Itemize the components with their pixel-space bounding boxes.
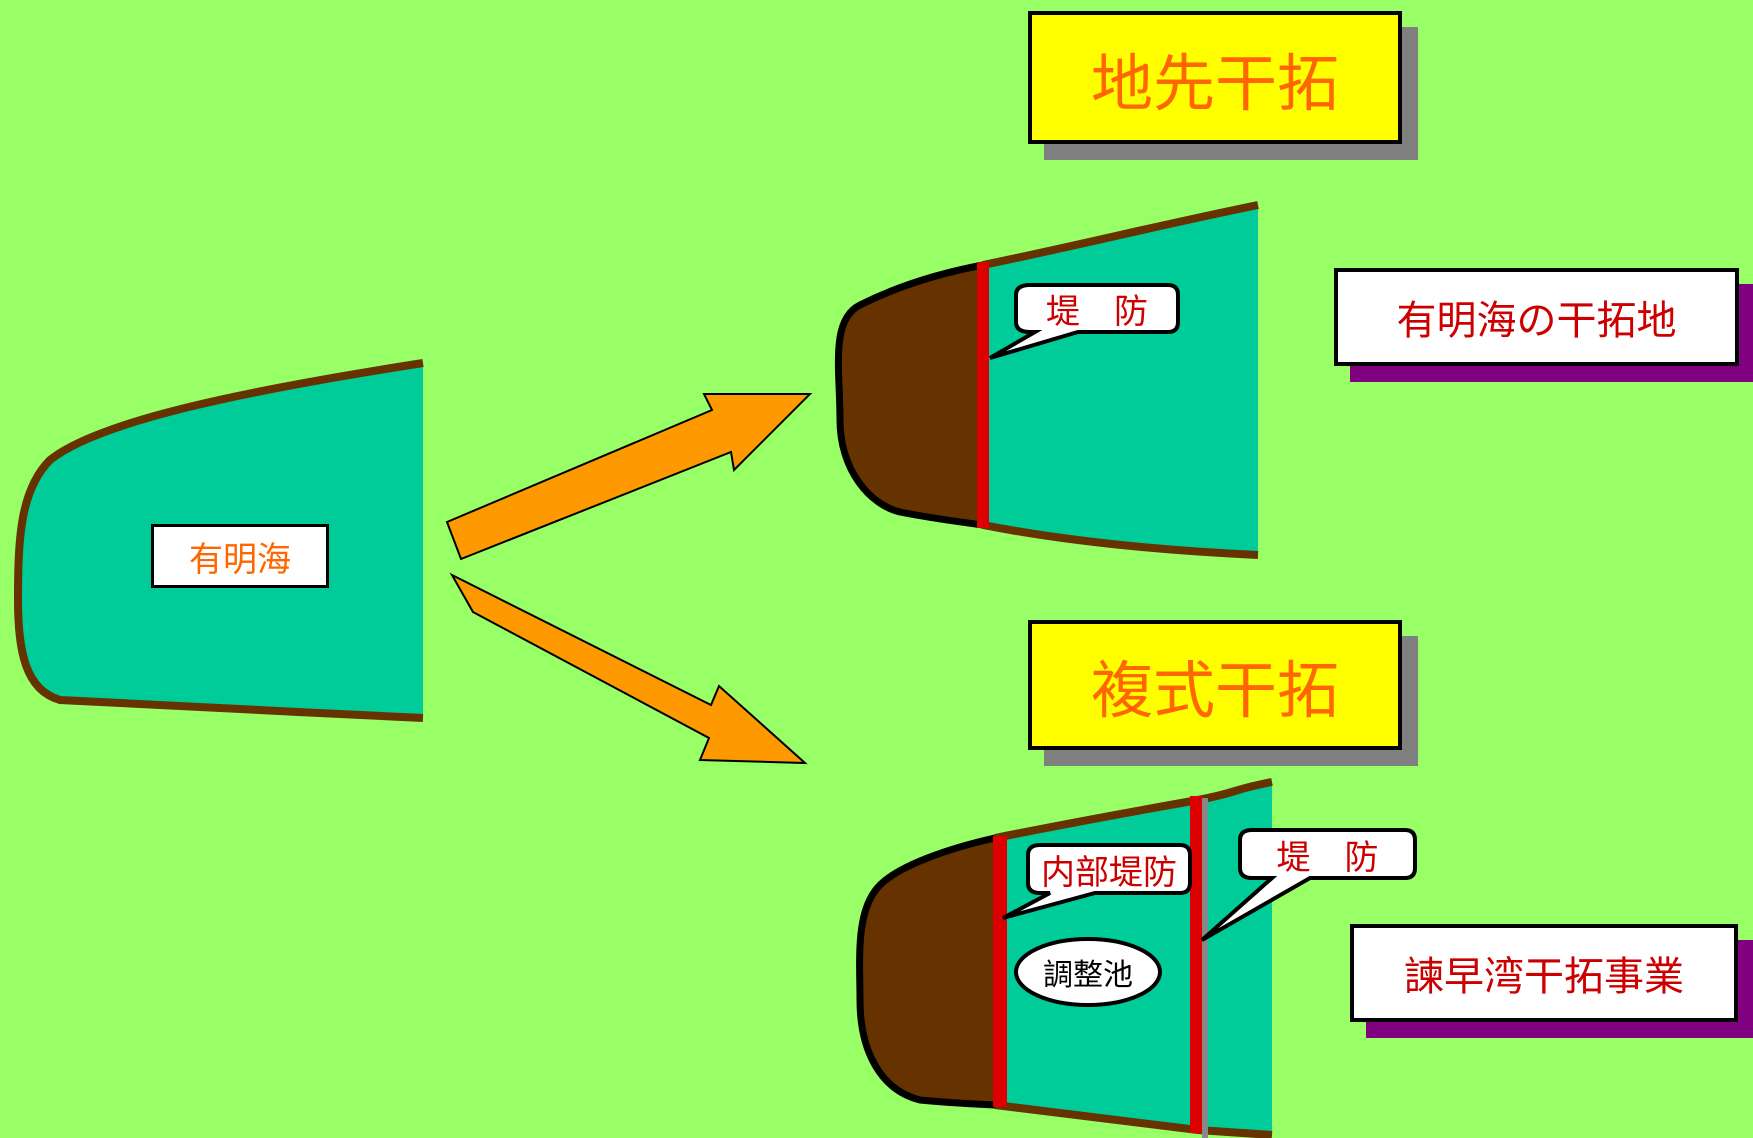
regulating-pond-label: 調整池 xyxy=(1016,939,1160,1005)
embankment-callout-bottom: 堤 防 xyxy=(1240,830,1415,878)
arrow-to-jisaki xyxy=(445,393,813,561)
fukushiki-land-shape xyxy=(859,838,995,1105)
inner-embankment-callout-bubble xyxy=(1002,843,1192,920)
fukushiki-old-coast xyxy=(856,834,996,1109)
jisaki-old-coast xyxy=(834,261,984,529)
jisaki-land-shape xyxy=(838,265,983,525)
ariake-reclaimed-label: 有明海の干拓地 xyxy=(1334,268,1739,366)
embankment-callout-bottom-text: 堤 防 xyxy=(1276,837,1379,878)
jisaki-coast-lower xyxy=(982,521,1259,559)
inner-embankment-callout: 内部堤防 xyxy=(1028,845,1190,893)
embankment-callout-bottom-bubble xyxy=(1200,828,1417,942)
fukushiki-title-text: 複式干拓 xyxy=(1090,654,1339,727)
embankment-callout-top-bubble xyxy=(988,283,1180,360)
regulating-pond-ellipse xyxy=(1014,937,1162,1007)
embankment-callout-top-text: 堤 防 xyxy=(1046,292,1148,332)
ariake-sea-label-text: 有明海 xyxy=(189,539,291,580)
arrow-to-fukushiki xyxy=(449,572,808,765)
ariake-reclaimed-label-text: 有明海の干拓地 xyxy=(1396,298,1677,344)
jisaki-title: 地先干拓 xyxy=(1028,11,1402,144)
isahaya-project-label-text: 諫早湾干拓事業 xyxy=(1404,954,1684,1000)
ariake-sea-label: 有明海 xyxy=(151,524,329,588)
regulating-pond-label-text: 調整池 xyxy=(1043,958,1133,993)
isahaya-project-label: 諫早湾干拓事業 xyxy=(1350,924,1738,1022)
jisaki-coast-upper xyxy=(982,201,1259,269)
embankment-callout-top: 堤 防 xyxy=(1016,285,1178,332)
ariake-sea-coast xyxy=(13,359,424,722)
fukushiki-title: 複式干拓 xyxy=(1028,620,1402,750)
jisaki-title-text: 地先干拓 xyxy=(1090,46,1339,120)
fukushiki-coast-upper xyxy=(994,778,1273,842)
inner-embankment-callout-text: 内部堤防 xyxy=(1041,852,1177,893)
